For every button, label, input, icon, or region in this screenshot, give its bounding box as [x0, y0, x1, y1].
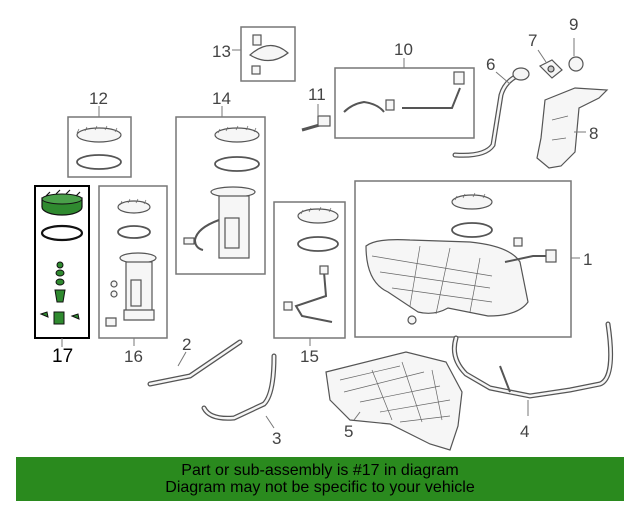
callout-1[interactable]: 1 [583, 250, 592, 269]
part-2-strap[interactable]: 2 [147, 335, 243, 387]
callout-2[interactable]: 2 [182, 335, 191, 354]
callout-11[interactable]: 11 [308, 85, 326, 104]
part-group-13[interactable]: 13 [212, 26, 296, 82]
callout-4[interactable]: 4 [520, 422, 529, 441]
callout-10[interactable]: 10 [394, 40, 413, 59]
callout-14[interactable]: 14 [212, 89, 231, 108]
part-9[interactable]: 9 [568, 15, 584, 72]
banner-line-1: Part or sub-assembly is #17 in diagram [181, 462, 459, 479]
callout-8[interactable]: 8 [589, 124, 598, 143]
part-group-12[interactable]: 12 [67, 89, 132, 178]
part-group-17[interactable]: 17 [34, 185, 90, 367]
callout-5[interactable]: 5 [344, 422, 353, 441]
part-group-15[interactable]: 15 [273, 201, 346, 366]
part-8[interactable]: 8 [536, 87, 609, 169]
callout-9[interactable]: 9 [569, 15, 578, 34]
part-11[interactable]: 11 [301, 85, 331, 132]
callout-7[interactable]: 7 [528, 31, 537, 50]
part-5-heat-shield[interactable]: 5 [325, 351, 463, 451]
part-7[interactable]: 7 [528, 31, 563, 79]
callout-17[interactable]: 17 [52, 346, 73, 367]
callout-15[interactable]: 15 [300, 347, 319, 366]
part-group-16[interactable]: 16 [98, 185, 168, 366]
parts-diagram: 17 12 16 13 [34, 15, 614, 451]
info-banner: Part or sub-assembly is #17 in diagram D… [16, 457, 624, 501]
part-3-strap[interactable]: 3 [201, 353, 281, 448]
callout-6[interactable]: 6 [486, 55, 495, 74]
banner-line-2: Diagram may not be specific to your vehi… [165, 479, 475, 496]
callout-3[interactable]: 3 [272, 429, 281, 448]
part-group-10[interactable]: 10 [334, 40, 475, 139]
part-4-strap[interactable]: 4 [451, 321, 614, 441]
part-17-gasket [40, 224, 84, 242]
callout-13[interactable]: 13 [212, 42, 231, 61]
part-group-1-fuel-tank[interactable]: 1 [354, 180, 592, 338]
part-6-filler-neck[interactable]: 6 [452, 55, 530, 158]
part-group-14[interactable]: 14 [175, 89, 266, 275]
callout-12[interactable]: 12 [89, 89, 108, 108]
callout-16[interactable]: 16 [124, 347, 143, 366]
